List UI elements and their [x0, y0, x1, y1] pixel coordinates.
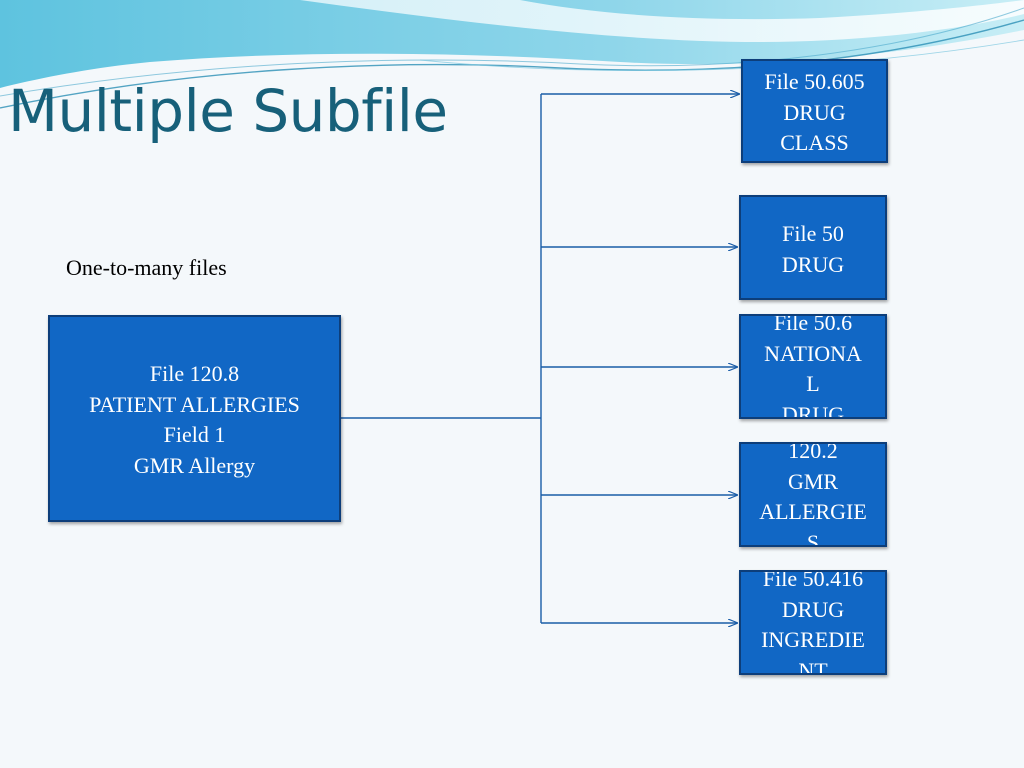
- target-line: INGREDIE: [761, 627, 865, 652]
- target-line: S: [806, 529, 820, 547]
- target-line: File 50.605: [764, 69, 865, 94]
- source-file-box: File 120.8 PATIENT ALLERGIES Field 1 GMR…: [48, 315, 341, 522]
- target-line: DRUG: [781, 251, 845, 277]
- target-box-gmr-allergies: 120.2 GMR ALLERGIE S: [739, 442, 887, 547]
- target-line: ALLERGIE: [759, 499, 867, 524]
- source-line: File 120.8: [149, 361, 240, 386]
- target-line: File 50.6: [773, 314, 853, 335]
- target-box-drug-class: File 50.605 DRUG CLASS: [741, 59, 888, 163]
- source-line: GMR Allergy: [133, 452, 256, 478]
- slide-title: Multiple Subfile: [8, 77, 448, 145]
- target-line: NT: [798, 657, 828, 675]
- target-line: DRUG: [783, 99, 846, 125]
- target-line: 120.2: [788, 442, 838, 463]
- target-line: File 50.416: [762, 570, 864, 591]
- slide-subtitle: One-to-many files: [66, 255, 227, 280]
- target-box-drug: File 50 DRUG: [739, 195, 887, 300]
- target-box-national-drug: File 50.6 NATIONA L DRUG: [739, 314, 887, 419]
- source-line: Field 1: [163, 422, 226, 447]
- target-line: DRUG: [781, 401, 845, 419]
- target-line: File 50: [782, 221, 844, 246]
- source-line: PATIENT ALLERGIES: [89, 391, 300, 417]
- target-line: L: [806, 371, 820, 396]
- target-line: DRUG: [781, 596, 845, 622]
- target-line: NATIONA: [764, 340, 862, 366]
- target-line: GMR: [787, 468, 839, 494]
- target-box-drug-ingredient: File 50.416 DRUG INGREDIE NT: [739, 570, 887, 675]
- target-line: CLASS: [780, 130, 849, 155]
